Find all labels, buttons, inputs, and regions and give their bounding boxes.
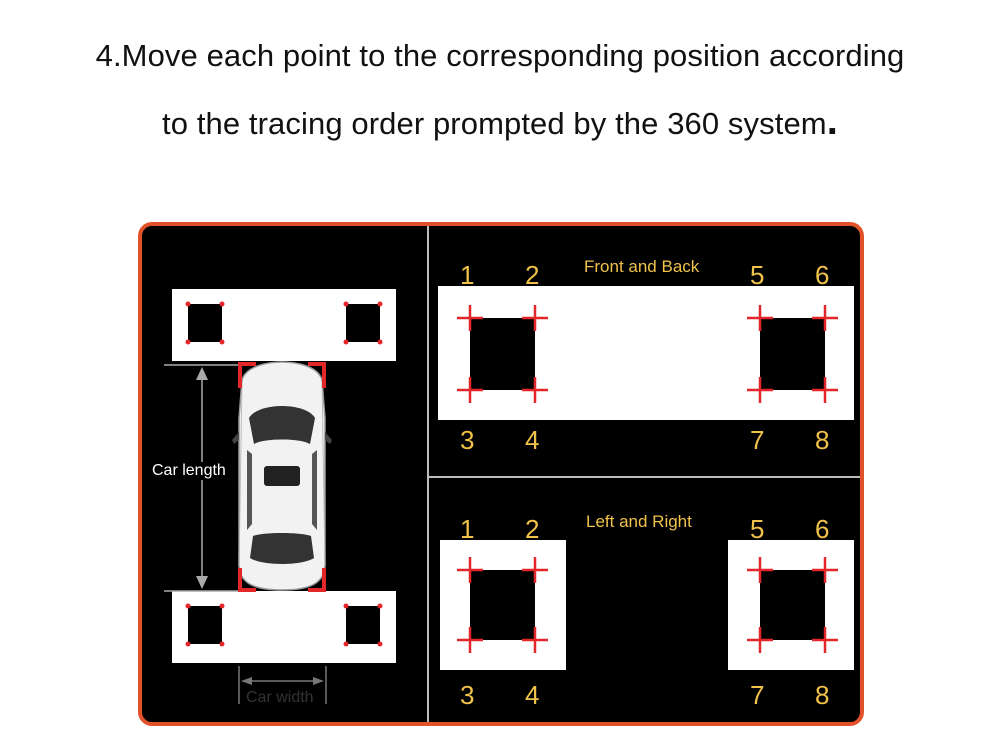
- calibration-diagram-panel: Car length Car width Front and Back 1 2 …: [138, 222, 864, 726]
- fb-point-3: 3: [460, 425, 475, 455]
- instruction-line-2: to the tracing order prompted by the 360…: [0, 101, 1000, 142]
- left-side-square: [470, 570, 535, 640]
- cross-markers: [457, 305, 838, 653]
- fb-point-6: 6: [815, 260, 830, 290]
- lr-point-2: 2: [525, 514, 540, 544]
- front-mat-square-left: [188, 304, 222, 342]
- car-length-label: Car length: [152, 462, 226, 480]
- fb-point-4: 4: [525, 425, 540, 455]
- fb-point-8: 8: [815, 425, 830, 455]
- instruction-line-2-text: to the tracing order prompted by the 360…: [162, 106, 827, 141]
- car-length-arrow-bottom: [196, 576, 208, 589]
- lr-point-5: 5: [750, 514, 765, 544]
- fb-point-7: 7: [750, 425, 765, 455]
- car-corner-markers: [238, 362, 326, 592]
- calibration-diagram-svg: [164, 226, 860, 722]
- rear-mat-square-right: [346, 606, 380, 644]
- car-top-view: [232, 361, 332, 591]
- lr-point-1: 1: [460, 514, 475, 544]
- right-side-square: [760, 570, 825, 640]
- car-width-arrow-left: [241, 677, 252, 685]
- instruction-end-mark: .: [826, 99, 838, 143]
- front-back-square-left: [470, 318, 535, 390]
- fb-point-2: 2: [525, 260, 540, 290]
- car-width-dimension: [238, 666, 327, 704]
- lr-point-7: 7: [750, 680, 765, 710]
- fb-point-5: 5: [750, 260, 765, 290]
- front-mat-square-right: [346, 304, 380, 342]
- fb-point-1: 1: [460, 260, 475, 290]
- left-right-label: Left and Right: [586, 512, 692, 531]
- car-width-label: Car width: [246, 689, 314, 706]
- lr-point-4: 4: [525, 680, 540, 710]
- car-length-arrow-top: [196, 367, 208, 380]
- front-back-label: Front and Back: [584, 257, 700, 276]
- front-mat-corner-dots: [185, 301, 383, 345]
- instruction-line-1: 4.Move each point to the corresponding p…: [95, 38, 905, 73]
- lr-point-6: 6: [815, 514, 830, 544]
- rear-mat-square-left: [188, 606, 222, 644]
- front-back-square-right: [760, 318, 825, 390]
- car-width-arrow-right: [313, 677, 324, 685]
- lr-point-8: 8: [815, 680, 830, 710]
- rear-mat-corner-dots: [185, 603, 383, 647]
- lr-point-3: 3: [460, 680, 475, 710]
